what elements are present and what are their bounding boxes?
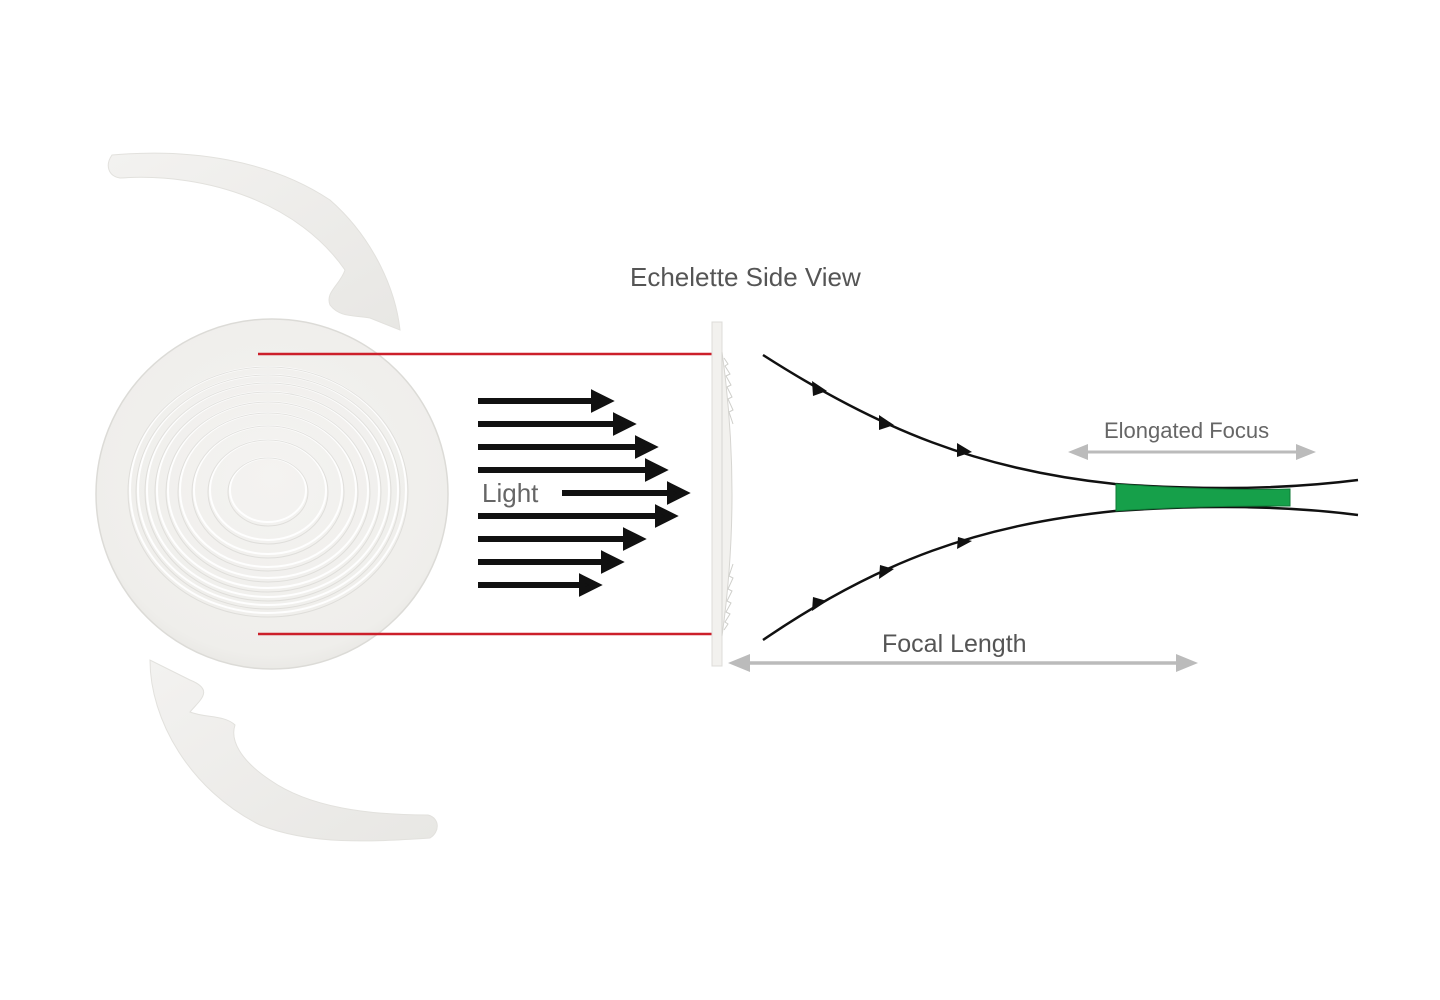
- light-label: Light: [482, 478, 539, 508]
- elongated-focus-arrow: [1068, 444, 1316, 460]
- ray-direction-arrows: [812, 381, 972, 611]
- lower-haptic: [149, 659, 438, 842]
- elongated-focus-zone: [1115, 483, 1291, 512]
- light-arrows: [478, 389, 691, 597]
- elongated-focus-label: Elongated Focus: [1104, 418, 1269, 443]
- diagram-title: Echelette Side View: [630, 262, 861, 292]
- echelette-side-view: [711, 321, 734, 667]
- focal-length-arrow: [728, 654, 1198, 672]
- focal-length-label: Focal Length: [882, 630, 1027, 658]
- intraocular-lens: [95, 152, 449, 842]
- converging-rays: [762, 353, 1359, 642]
- upper-haptic: [107, 152, 401, 331]
